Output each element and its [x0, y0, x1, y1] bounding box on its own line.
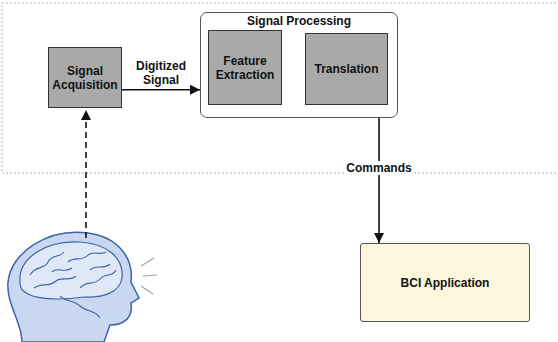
box-label: Signal Acquisition	[49, 64, 121, 92]
flow-arrow	[378, 118, 380, 243]
application-box: BCI Application	[360, 243, 530, 322]
edge-label: Commands	[344, 161, 413, 175]
box-label: Translation	[306, 62, 387, 76]
flow-arrow	[122, 89, 200, 91]
process-box: Signal Acquisition	[48, 47, 122, 108]
head-figure	[8, 232, 157, 342]
process-box: Feature Extraction	[208, 30, 282, 105]
edge-label: Digitized Signal	[122, 59, 200, 87]
acquisition-arrow	[85, 110, 87, 238]
box-label: Feature Extraction	[209, 54, 281, 82]
process-box: Translation	[305, 33, 388, 105]
group-box: Signal ProcessingFeature Extraction Trans…	[200, 12, 398, 118]
group-title: Signal Processing	[201, 14, 397, 28]
box-label: BCI Application	[361, 276, 529, 290]
